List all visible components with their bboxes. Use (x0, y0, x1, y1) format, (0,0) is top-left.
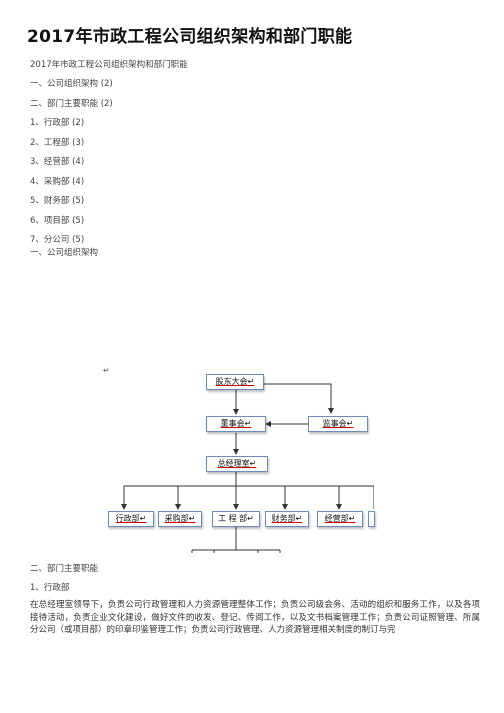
dept-label: 工 程 部↵ (218, 514, 254, 523)
supervisors-label: 监事会↵ (322, 419, 354, 428)
dept-label: 采购部↵ (164, 514, 196, 523)
toc-item[interactable]: 3、经营部 (4) (30, 157, 85, 167)
return-marker: ↵ (103, 366, 110, 375)
dept-box-purchasing: 采购部↵ (158, 511, 202, 527)
toc-item[interactable]: 二、部门主要职能 (2) (30, 98, 113, 109)
dept-box-truncated (368, 511, 375, 527)
toc-item[interactable]: 1、行政部 (2) (30, 118, 85, 128)
toc-item[interactable]: 一、公司组织架构 (2) (30, 79, 113, 89)
org-chart: 股东大会↵ 董事会↵ 监事会↵ 总经理室↵ 行政部↵ 采购部↵ 工 程 部↵ 财… (108, 368, 375, 553)
toc-item[interactable]: 2、工程部 (3) (30, 137, 85, 148)
org-chart-connectors (121, 383, 374, 553)
connector-shareholders-supervisors (264, 383, 334, 414)
dept-box-admin: 行政部↵ (108, 511, 154, 527)
section-heading-org: 一、公司组织架构 (30, 248, 99, 258)
section-heading-functions: 二、部门主要职能 (30, 564, 99, 574)
dept-box-finance: 财务部↵ (265, 511, 309, 527)
dept-label: 经营部↵ (324, 514, 356, 523)
toc-item[interactable]: 7、分公司 (5) (30, 235, 85, 245)
dept-box-business: 经营部↵ (317, 511, 363, 527)
supervisors-box: 监事会↵ (308, 416, 368, 432)
gm-office-box: 总经理室↵ (206, 456, 268, 472)
subsection-heading-admin: 1、行政部 (30, 583, 70, 593)
board-label: 董事会↵ (220, 419, 252, 428)
table-of-contents: 一、公司组织架构 (2) 二、部门主要职能 (2) 1、行政部 (2) 2、工程… (30, 75, 113, 251)
gm-office-label: 总经理室↵ (217, 459, 257, 468)
dept-box-engineering: 工 程 部↵ (212, 511, 260, 527)
document-title: 2017年市政工程公司组织架构和部门职能 (27, 27, 353, 47)
dept-label: 行政部↵ (115, 514, 147, 523)
body-paragraph: 在总经理室领导下，负责公司行政管理和人力资源管理整体工作；负责公司级会务、活动的… (30, 600, 480, 635)
board-box: 董事会↵ (206, 416, 266, 432)
shareholders-label: 股东大会↵ (215, 377, 255, 386)
toc-item[interactable]: 5、财务部 (5) (30, 196, 85, 206)
toc-item[interactable]: 6、项目部 (5) (30, 215, 85, 226)
shareholders-box: 股东大会↵ (206, 374, 264, 390)
document-subtitle: 2017年市政工程公司组织架构和部门职能 (30, 60, 188, 70)
dept-label: 财务部↵ (271, 514, 303, 523)
toc-item[interactable]: 4、采购部 (4) (30, 176, 85, 187)
